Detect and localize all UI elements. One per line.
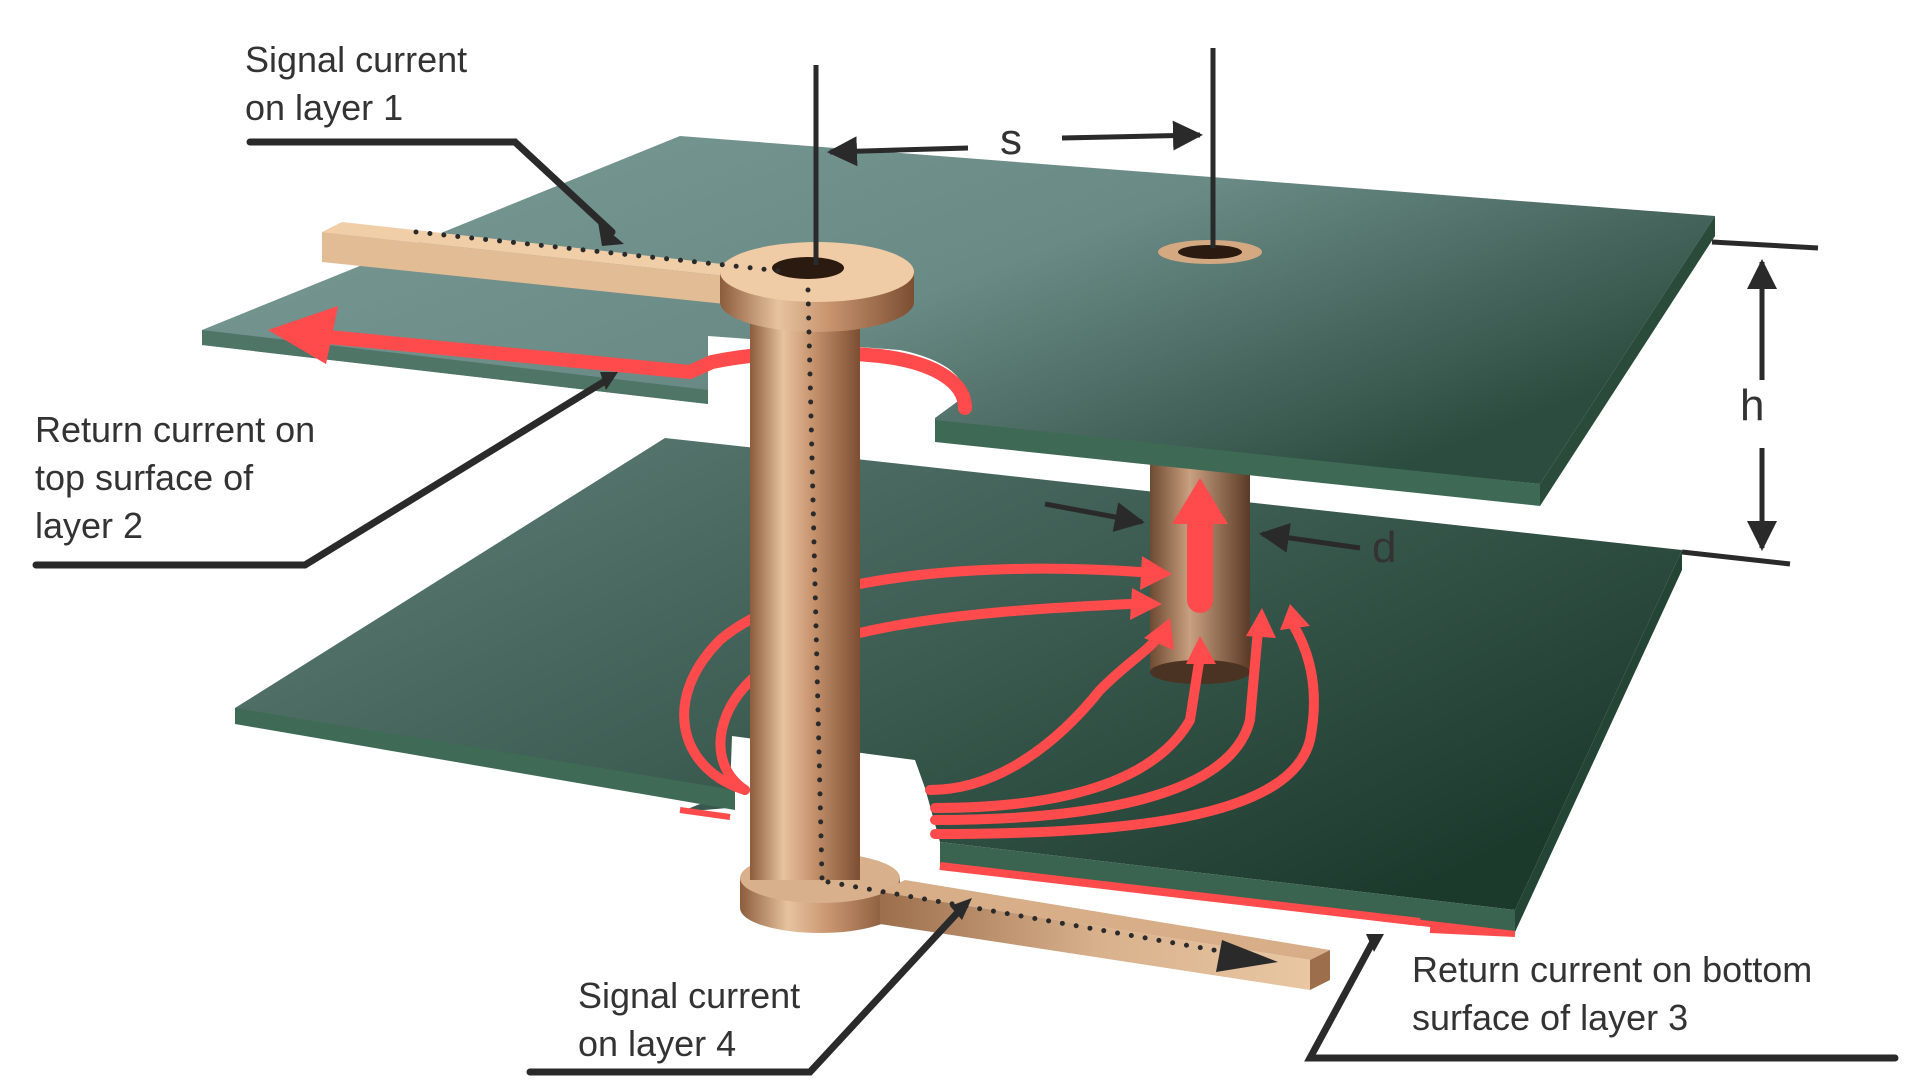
arrowhead-2 <box>1130 588 1162 620</box>
leader-return-layer-2 <box>32 374 614 569</box>
label-signal-layer-4: Signal current on layer 4 <box>578 972 800 1068</box>
return-current-layer-2 <box>311 329 972 415</box>
trace-1-front <box>322 232 725 304</box>
signal-dots-via <box>805 287 825 881</box>
label-return-layer-2-line-1: Return current on <box>35 409 316 450</box>
layer-2-plane-surface <box>202 136 1715 484</box>
trace-4-front <box>880 892 1310 990</box>
dim-s-left-arrow <box>827 136 969 167</box>
dim-h-top-extension <box>1711 239 1819 251</box>
leader-arrowheads <box>598 222 1384 952</box>
label-return-layer-2: Return current on top surface of layer 2 <box>35 406 315 550</box>
label-signal-layer-4-line-1: Signal current <box>578 975 801 1016</box>
label-signal-layer-1-line-1: Signal current <box>245 39 468 80</box>
return-loop-1 <box>679 563 1145 795</box>
layer-3-plane-edge <box>235 708 735 810</box>
layer-3-plane-edge-side <box>1515 550 1682 932</box>
arrowhead-5 <box>1246 608 1276 638</box>
dimension-label-d: d <box>1372 523 1397 572</box>
leader-arrowhead-2 <box>600 372 618 390</box>
label-signal-layer-4-line-2: on layer 4 <box>578 1023 737 1064</box>
label-signal-layer-1: Signal current on layer 1 <box>245 36 467 132</box>
label-return-layer-3-line-1: Return current on bottom <box>1412 949 1813 990</box>
signal-trace-layer-1 <box>322 222 740 304</box>
return-loop-4 <box>930 651 1205 813</box>
layer-2-plane-edge-right <box>935 420 1540 506</box>
signal-trace-layer-4 <box>880 880 1330 990</box>
signal-via <box>720 242 914 933</box>
signal-via-barrel <box>750 282 860 882</box>
return-loop-6 <box>930 615 1319 839</box>
arrowhead-6 <box>1280 604 1310 630</box>
leader-arrowhead-4 <box>1366 934 1384 952</box>
label-signal-layer-1-line-2: on layer 1 <box>245 87 404 128</box>
return-current-via-arrowhead <box>1172 478 1228 524</box>
layer-3-plane-edge-right <box>940 842 1515 932</box>
leader-signal-layer-1 <box>246 138 616 236</box>
return-current-bottom-edge-front <box>939 862 1421 926</box>
layer-3-plane-surface <box>235 438 1682 910</box>
arrowhead-1 <box>1140 556 1172 590</box>
return-loop-3 <box>925 629 1165 795</box>
leader-arrowhead-3 <box>950 898 972 920</box>
signal-dots-layer-4 <box>825 879 1228 955</box>
dim-s-right-arrow <box>1061 120 1203 151</box>
leader-lines <box>32 138 1899 1076</box>
leader-arrowhead-1 <box>598 222 624 246</box>
dim-h-bottom-extension <box>1681 549 1791 567</box>
small-via-top-pad <box>1158 240 1262 264</box>
trace-1-top <box>322 222 740 276</box>
return-current-layer-2-arrowhead <box>268 306 338 364</box>
label-return-layer-2-line-3: layer 2 <box>35 505 144 546</box>
dim-d-left-arrow <box>1044 501 1145 532</box>
signal-current-dots <box>413 229 1228 955</box>
arrowhead-3 <box>1144 618 1174 650</box>
layer-2-plane <box>202 136 1715 506</box>
trace-4-end <box>1310 950 1330 990</box>
dimension-lines <box>813 48 1819 567</box>
layer-3-plane <box>235 438 1682 937</box>
arrowhead-4 <box>1186 636 1216 664</box>
layer-2-plane-edge-side <box>1540 216 1715 506</box>
dim-d-right-arrow <box>1259 522 1361 553</box>
signal-current-arrowhead <box>1216 940 1278 972</box>
label-return-layer-3-line-2: surface of layer 3 <box>1412 997 1689 1038</box>
leader-signal-layer-4 <box>526 906 964 1076</box>
dimension-label-h: h <box>1740 381 1765 430</box>
dimension-label-s: s <box>1000 115 1022 164</box>
return-loop-5 <box>930 625 1263 825</box>
label-return-layer-3: Return current on bottom surface of laye… <box>1412 946 1812 1042</box>
label-return-layer-2-line-2: top surface of <box>35 457 254 498</box>
trace-4-top <box>880 880 1330 960</box>
leader-return-layer-3 <box>1304 934 1899 1062</box>
return-loop-arrowheads <box>1130 556 1310 664</box>
